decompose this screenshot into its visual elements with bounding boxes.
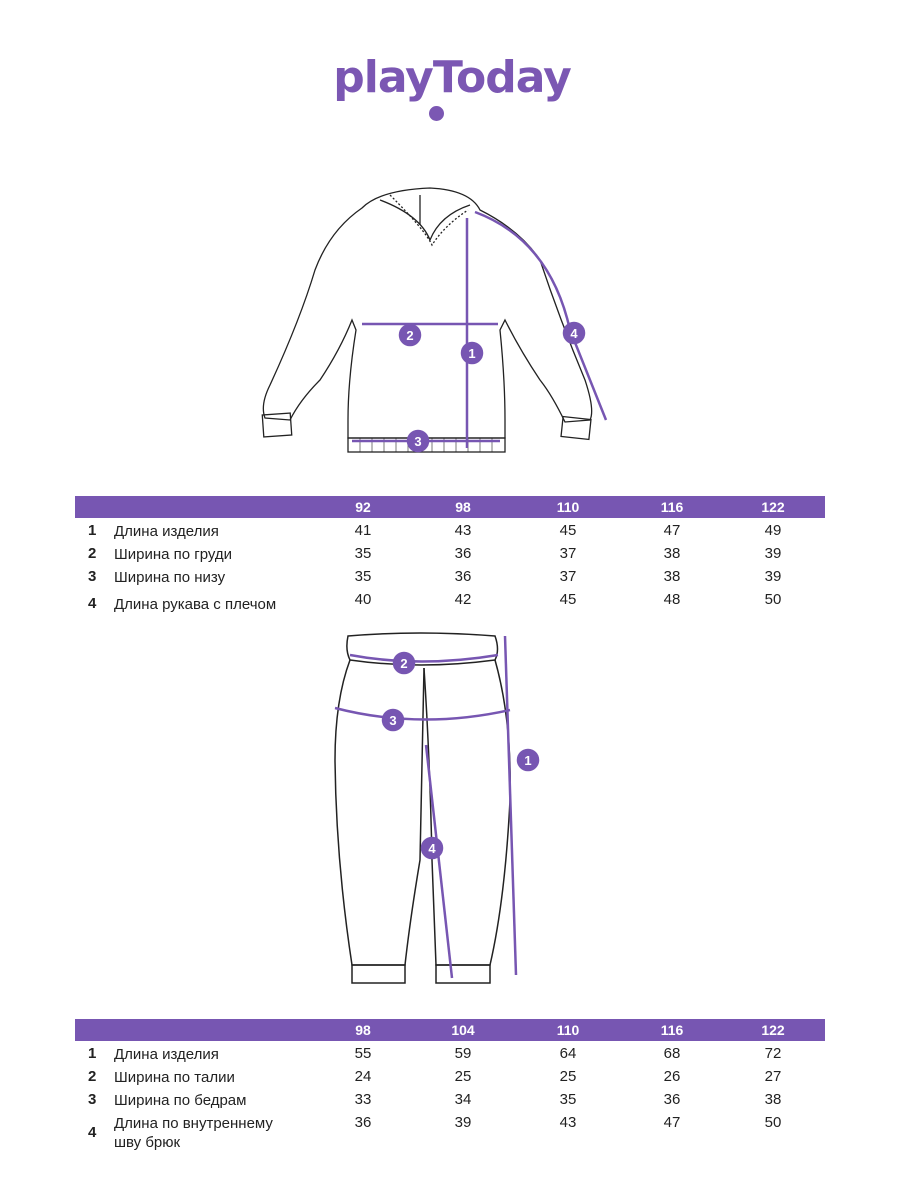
cell: 36 (454, 568, 472, 585)
size-header: 116 (660, 1022, 684, 1038)
row-number: 4 (88, 1124, 97, 1141)
size-header: 116 (660, 499, 684, 515)
cell: 39 (454, 1114, 472, 1131)
cell: 35 (559, 1091, 577, 1108)
table-row: 2 Ширина по талии 24 25 25 26 27 (75, 1068, 825, 1091)
table-row: 3 Ширина по бедрам 33 34 35 36 38 (75, 1091, 825, 1114)
cell: 41 (354, 522, 372, 539)
cell: 38 (764, 1091, 782, 1108)
cell: 45 (559, 522, 577, 539)
pants-size-table: 98 104 110 116 122 1 Длина изделия 55 59… (75, 1019, 825, 1158)
cell: 37 (559, 545, 577, 562)
marker-2: 2 (406, 328, 413, 343)
table-row: 3 Ширина по низу 35 36 37 38 39 (75, 568, 825, 591)
marker-1: 1 (524, 753, 531, 768)
marker-4: 4 (428, 841, 436, 856)
hoodie-diagram: 2 1 3 4 (261, 187, 608, 453)
size-header: 110 (556, 499, 580, 515)
table-row: 1 Длина изделия 41 43 45 47 49 (75, 522, 825, 545)
cell: 43 (454, 522, 472, 539)
size-header: 110 (556, 1022, 580, 1038)
cell: 24 (354, 1068, 372, 1085)
logo-text: playToday (333, 52, 572, 103)
cell: 36 (663, 1091, 681, 1108)
cell: 38 (663, 568, 681, 585)
cell: 36 (454, 545, 472, 562)
size-header: 122 (761, 499, 785, 515)
hoodie-size-table: 92 98 110 116 122 1 Длина изделия 41 43 … (75, 496, 825, 614)
row-number: 1 (88, 1045, 97, 1062)
row-label: Длина изделия (114, 523, 219, 540)
table-row: 4 Длина по внутреннему шву брюк 36 39 43… (75, 1114, 825, 1158)
cell: 34 (454, 1091, 472, 1108)
row-label: Длина рукава с плечом (114, 596, 277, 613)
cell: 35 (354, 545, 372, 562)
row-number: 3 (88, 1091, 97, 1108)
row-label: Длина изделия (114, 1046, 219, 1063)
marker-2: 2 (400, 656, 407, 671)
table-row: 4 Длина рукава с плечом 40 42 45 48 50 (75, 591, 825, 614)
size-header: 98 (455, 499, 471, 515)
table-row: 2 Ширина по груди 35 36 37 38 39 (75, 545, 825, 568)
cell: 49 (764, 522, 782, 539)
cell: 43 (559, 1114, 577, 1131)
marker-4: 4 (570, 326, 578, 341)
brand-logo: playToday (332, 52, 572, 124)
cell: 64 (559, 1045, 577, 1062)
size-header: 92 (355, 499, 371, 515)
row-label: Ширина по груди (114, 546, 233, 563)
cell: 37 (559, 568, 577, 585)
cell: 39 (764, 545, 782, 562)
cell: 50 (764, 591, 782, 608)
row-label: Ширина по талии (114, 1069, 235, 1086)
cell: 38 (663, 545, 681, 562)
cell: 40 (354, 591, 372, 608)
size-header: 98 (355, 1022, 371, 1038)
marker-1: 1 (468, 346, 475, 361)
table-header: 98 104 110 116 122 (75, 1019, 825, 1041)
table-header: 92 98 110 116 122 (75, 496, 825, 518)
cell: 59 (454, 1045, 472, 1062)
cell: 25 (559, 1068, 577, 1085)
logo-dot (429, 106, 444, 121)
cell: 36 (354, 1114, 372, 1131)
row-label: Длина по внутреннему шву брюк (114, 1115, 273, 1151)
row-label: Ширина по бедрам (114, 1092, 247, 1109)
table-row: 1 Длина изделия 55 59 64 68 72 (75, 1045, 825, 1068)
cell: 45 (559, 591, 577, 608)
cell: 55 (354, 1045, 372, 1062)
cell: 50 (764, 1114, 782, 1131)
marker-3: 3 (414, 434, 421, 449)
size-header: 122 (761, 1022, 785, 1038)
row-label: Ширина по низу (114, 569, 226, 586)
cell: 26 (663, 1068, 681, 1085)
cell: 35 (354, 568, 372, 585)
cell: 42 (454, 591, 472, 608)
cell: 25 (454, 1068, 472, 1085)
marker-3: 3 (389, 713, 396, 728)
cell: 39 (764, 568, 782, 585)
cell: 47 (663, 522, 681, 539)
cell: 47 (663, 1114, 681, 1131)
cell: 68 (663, 1045, 681, 1062)
cell: 48 (663, 591, 681, 608)
row-number: 2 (88, 1068, 97, 1085)
row-number: 4 (88, 595, 97, 612)
cell: 27 (764, 1068, 782, 1085)
cell: 72 (764, 1045, 782, 1062)
row-number: 3 (88, 568, 97, 585)
row-number: 2 (88, 545, 97, 562)
cell: 33 (354, 1091, 372, 1108)
pants-diagram: 2 3 1 4 (334, 632, 540, 984)
row-number: 1 (88, 522, 97, 539)
size-header: 104 (451, 1022, 475, 1038)
